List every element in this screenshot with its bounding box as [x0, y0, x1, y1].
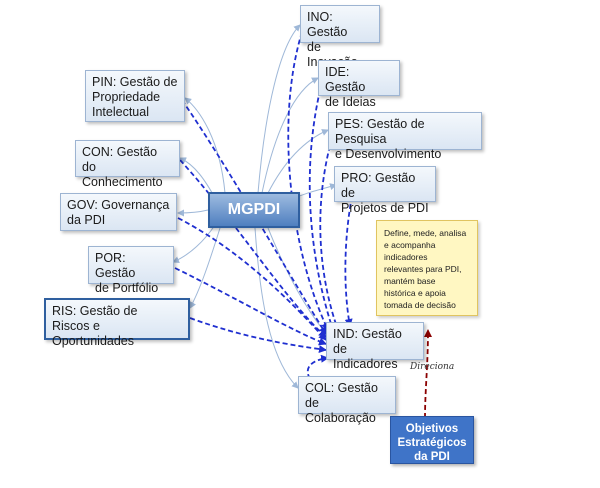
node-con[interactable]: CON: Gestão do Conhecimento [75, 140, 180, 189]
link-mgpdi-gov [177, 209, 209, 217]
dash-ide-ind [308, 81, 335, 331]
node-pro[interactable]: PRO: Gestão de Projetos de PDI [334, 166, 436, 215]
node-pes[interactable]: PES: Gestão de Pesquisa e Desenvolviment… [328, 112, 482, 161]
link-mgpdi-pes [267, 129, 329, 194]
dash-pro-ind [344, 195, 353, 327]
link-mgpdi-por [172, 224, 216, 263]
relation-label-direciona: Direciona [410, 362, 455, 372]
dash-gov-ind [177, 217, 327, 341]
mgpdi-label: MGPDI [227, 201, 281, 218]
link-mgpdi-col [254, 227, 299, 389]
link-mgpdi-ino [257, 24, 301, 194]
link-mgpdi-ris [189, 227, 221, 309]
node-ind[interactable]: IND: Gestão de Indicadores [326, 322, 424, 371]
node-ide[interactable]: IDE: Gestão de Ideias [318, 60, 400, 109]
dash-con-ind [179, 159, 327, 338]
node-ino[interactable]: INO: Gestão de Inovação [300, 5, 380, 69]
link-objectives-ind [423, 329, 432, 419]
indicators-note: Define, mede, analisa e acompanha indica… [376, 220, 478, 316]
node-mgpdi[interactable]: MGPDI [208, 192, 300, 228]
node-por[interactable]: POR: Gestão de Portfólio [88, 246, 174, 295]
node-gov[interactable]: GOV: Governança da PDI [60, 193, 177, 231]
node-ris[interactable]: RIS: Gestão de Riscos e Oportunidades [44, 298, 190, 348]
dash-ris-ind [189, 317, 327, 353]
node-col[interactable]: COL: Gestão de Colaboração [298, 376, 396, 425]
link-mgpdi-ide [261, 77, 319, 194]
dash-ino-ind [287, 31, 329, 331]
node-pin[interactable]: PIN: Gestão de Propriedade Intelectual [85, 70, 185, 122]
link-mgpdi-pin [184, 97, 226, 194]
strategic-objectives[interactable]: Objetivos Estratégicos da PDI [390, 416, 474, 464]
dash-pes-ind [319, 137, 340, 331]
dash-por-ind [174, 267, 327, 346]
